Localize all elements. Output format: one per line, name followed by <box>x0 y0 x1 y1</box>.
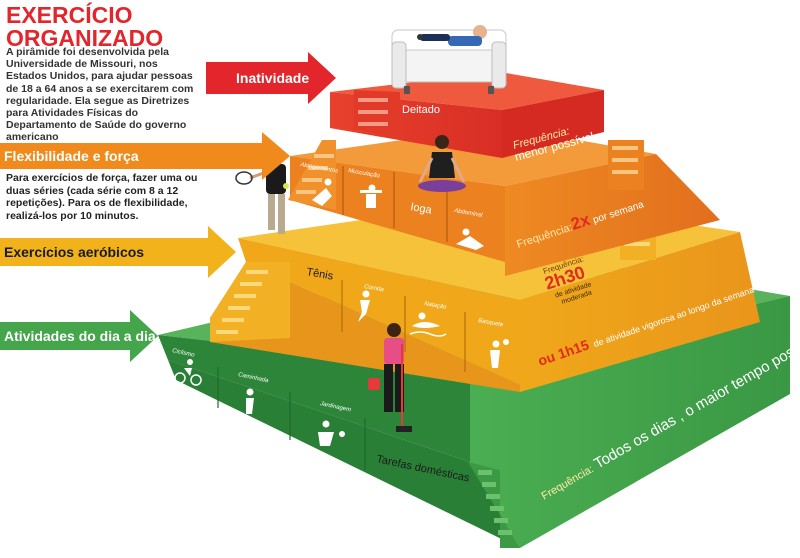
top-stairs <box>354 90 400 140</box>
housework-woman-illustration <box>368 323 412 432</box>
page-title: EXERCÍCIO ORGANIZADO <box>6 4 206 50</box>
third-activity-3: Natação <box>424 301 448 311</box>
base-stairs <box>468 462 520 548</box>
swimming-icon <box>409 312 447 337</box>
basketball-icon <box>490 339 509 368</box>
gardening-icon <box>318 420 345 446</box>
top-right-face <box>502 90 604 158</box>
third-activity-2: Corrida <box>364 284 385 293</box>
top-activity-label: Deitado <box>402 104 440 116</box>
weightlifting-icon <box>360 184 382 208</box>
base-activity-1: Ciclismo <box>172 348 196 359</box>
arrow-flex-strength-label: Flexibilidade e força <box>4 148 139 164</box>
stretching-icon <box>312 178 332 206</box>
third-activity-1: Tênis <box>305 266 334 283</box>
third-left-face <box>238 238 520 385</box>
intro-text: A pirâmide foi desenvolvida pela Univers… <box>6 46 194 144</box>
arrow-aerobic: Exercícios aeróbicos <box>0 226 236 278</box>
arrow-daily-label: Atividades do dia a dia <box>4 328 156 344</box>
level-top <box>330 72 604 158</box>
arrow-daily: Atividades do dia a dia <box>0 310 158 362</box>
top-top-face <box>330 72 604 110</box>
running-icon <box>358 290 370 322</box>
third-activity-4: Basquete <box>478 318 505 328</box>
title-line-2: ORGANIZADO <box>6 25 164 51</box>
flex-strength-note: Para exercícios de força, fazer uma ou d… <box>6 172 198 222</box>
arrow-inactivity-label: Inatividade <box>236 70 309 86</box>
sofa-illustration <box>391 25 507 94</box>
base-front-face <box>168 360 520 548</box>
cycling-icon <box>174 359 202 386</box>
walking-icon <box>246 388 254 414</box>
second-activity-2: Musculação <box>348 168 381 180</box>
arrow-aerobic-label: Exercícios aeróbicos <box>4 244 144 260</box>
third-stairs <box>210 262 290 342</box>
second-activity-4: Abdominal <box>453 208 484 219</box>
title-line-1: EXERCÍCIO <box>6 2 133 28</box>
arrow-flex-strength: Flexibilidade e força <box>0 132 290 180</box>
second-right-face <box>505 154 720 276</box>
second-stairs-right <box>608 140 644 190</box>
yoga-woman-illustration <box>418 135 466 192</box>
activity-icons <box>174 178 509 446</box>
situp-icon <box>456 228 484 250</box>
arrow-inactivity: Inatividade <box>206 52 336 104</box>
second-activity-3: Ioga <box>409 201 433 217</box>
third-right-face <box>520 232 760 392</box>
